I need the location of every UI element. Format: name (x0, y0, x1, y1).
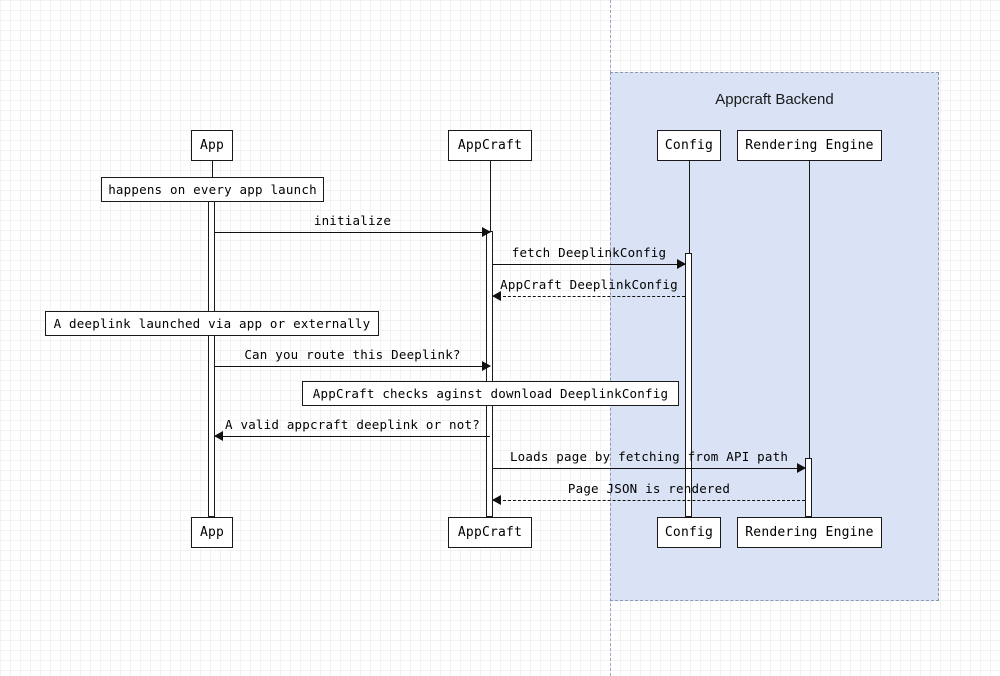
message-label: initialize (313, 213, 392, 228)
message-label: AppCraft DeeplinkConfig (500, 277, 678, 292)
message-line (493, 500, 805, 501)
arrowhead-right-icon (797, 463, 806, 473)
actor-footer-app[interactable]: App (191, 517, 233, 548)
actor-header-rendering-engine[interactable]: Rendering Engine (737, 130, 882, 161)
message-line (493, 264, 685, 265)
note-app-launch[interactable]: happens on every app launch (101, 177, 324, 202)
group-appcraft-backend-title: Appcraft Backend (715, 91, 834, 108)
message-label: fetch DeeplinkConfig (511, 245, 667, 260)
arrowhead-right-icon (482, 227, 491, 237)
activation-appcraft (486, 231, 493, 517)
actor-footer-rendering-engine[interactable]: Rendering Engine (737, 517, 882, 548)
activation-config (685, 253, 692, 517)
arrowhead-left-icon (492, 291, 501, 301)
message-line (215, 366, 490, 367)
activation-app (208, 201, 215, 517)
message-label: Page JSON is rendered (567, 481, 731, 496)
actor-header-app[interactable]: App (191, 130, 233, 161)
message-line (493, 468, 805, 469)
message-line (215, 436, 490, 437)
arrowhead-right-icon (482, 361, 491, 371)
arrowhead-left-icon (492, 495, 501, 505)
message-line (493, 296, 685, 297)
activation-rendering-engine (805, 458, 812, 517)
lifeline-rendering-engine (809, 160, 810, 517)
actor-header-config[interactable]: Config (657, 130, 721, 161)
message-label: Can you route this Deeplink? (244, 347, 461, 362)
arrowhead-right-icon (677, 259, 686, 269)
arrowhead-left-icon (214, 431, 223, 441)
message-label: A valid appcraft deeplink or not? (225, 417, 480, 432)
actor-footer-config[interactable]: Config (657, 517, 721, 548)
note-deeplink-launch[interactable]: A deeplink launched via app or externall… (45, 311, 379, 336)
actor-footer-appcraft[interactable]: AppCraft (448, 517, 532, 548)
message-label: Loads page by fetching from API path (509, 449, 789, 464)
message-line (215, 232, 490, 233)
actor-header-appcraft[interactable]: AppCraft (448, 130, 532, 161)
note-appcraft-check[interactable]: AppCraft checks aginst download Deeplink… (302, 381, 679, 406)
